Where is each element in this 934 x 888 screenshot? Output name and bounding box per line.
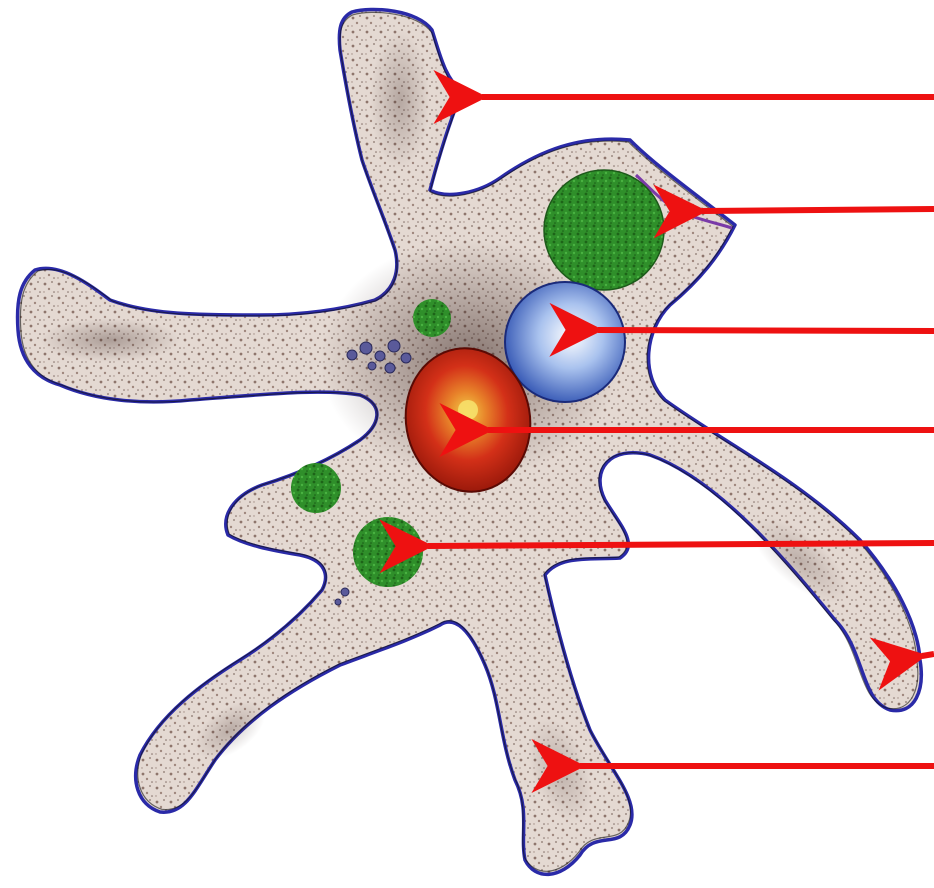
contractile-vacuole	[505, 282, 625, 402]
food-vacuole	[291, 463, 341, 513]
food-vacuole	[353, 517, 423, 587]
arrow-ectoplasm	[922, 654, 934, 656]
arrow-cell-membrane	[702, 209, 934, 211]
food-vacuole	[413, 299, 451, 337]
food-vacuole	[544, 170, 664, 290]
arrow-food-vacuole	[428, 543, 934, 546]
nucleolus	[458, 400, 478, 420]
arrow-contractile-vacuole	[598, 330, 934, 331]
